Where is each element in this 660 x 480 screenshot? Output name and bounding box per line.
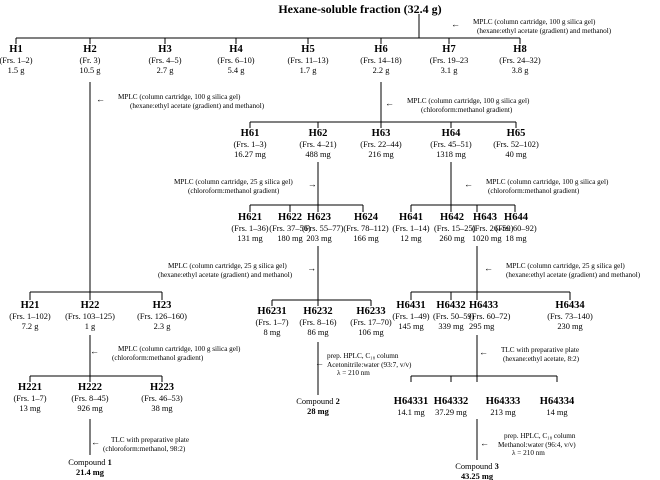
step-mplc-h643: ← MPLC (column cartridge, 25 g silica ge… <box>484 262 641 279</box>
compound-3: Compound 3 43.25 mg <box>455 462 499 480</box>
fraction-node-h621: H621 (Frs. 1–36) 131 mg <box>231 212 269 243</box>
fraction-node-h223: H223 (Frs. 46–53) 38 mg <box>141 382 183 413</box>
left-arrow-icon: ← <box>385 98 394 108</box>
fraction-node-h8: H8 (Frs. 24–32) 3.8 g <box>499 44 541 75</box>
right-arrow-icon: → <box>307 179 317 189</box>
step-hplc-h64333: prep. HPLC, C₁₈ column ←Methanol:water (… <box>480 432 576 458</box>
fraction-node-h22: H22 (Frs. 103–125) 1 g <box>65 300 115 331</box>
fraction-node-h623: H623 (Frs. 55–77) 203 mg <box>302 212 344 243</box>
fraction-node-h622: H622 (Frs. 37–56) 180 mg <box>269 212 311 243</box>
left-arrow-icon: ← <box>315 357 324 368</box>
right-arrow-icon: → <box>307 263 317 273</box>
step-mplc-h22: ← MPLC (column cartridge, 100 g silica g… <box>90 345 241 362</box>
fraction-node-h5: H5 (Frs. 11–13) 1.7 g <box>287 44 329 75</box>
left-arrow-icon: ← <box>480 437 489 448</box>
fraction-node-h64: H64 (Frs. 45–51) 1318 mg <box>430 128 472 159</box>
step-tlc-h6433: ← TLC with preparative plate (hexane:eth… <box>479 346 580 363</box>
fraction-node-h6434: H6434 (Frs. 73–140) 230 mg <box>547 300 593 331</box>
fraction-node-h6433: H6433 (Frs. 60–72) 295 mg <box>469 300 511 331</box>
fraction-node-h624: H624 (Frs. 78–112) 166 mg <box>343 212 389 243</box>
left-arrow-icon: ← <box>90 346 99 356</box>
compound-2: Compound 2 28 mg <box>296 397 340 416</box>
left-arrow-icon: ← <box>96 94 105 104</box>
fraction-node-h6231: H6231 (Frs. 1–7) 8 mg <box>255 306 289 337</box>
fraction-node-h64333: H64333 213 mg <box>485 396 521 417</box>
step-mplc-h6: ← MPLC (column cartridge, 100 g silica g… <box>385 97 530 114</box>
fraction-node-h64332: H64332 37.29 mg <box>433 396 469 417</box>
step-tlc-h222: ← TLC with preparative plate (chloroform… <box>91 436 190 453</box>
fraction-node-h6233: H6233 (Frs. 17–70) 106 mg <box>350 306 392 337</box>
fraction-node-h6: H6 (Frs. 14–18) 2.2 g <box>360 44 402 75</box>
fraction-node-h65: H65 (Frs. 52–102) 40 mg <box>493 128 539 159</box>
fraction-node-h4: H4 (Frs. 6–10) 5.4 g <box>217 44 255 75</box>
step-mplc-root: ← MPLC (column cartridge, 100 g silica g… <box>451 18 612 35</box>
step-mplc-h64: ← MPLC (column cartridge, 100 g silica g… <box>464 178 609 195</box>
compound-1: Compound 1 21.4 mg <box>68 458 112 477</box>
step-hplc-h6232: prep. HPLC, C₁₈ column ←Acetonitrile:wat… <box>315 352 412 378</box>
fraction-node-h2: H2 (Fr. 3) 10.5 g <box>79 44 101 75</box>
fraction-node-h6431: H6431 (Frs. 1–49) 145 mg <box>392 300 430 331</box>
fraction-node-h221: H221 (Frs. 1–7) 13 mg <box>13 382 47 413</box>
fraction-node-h21: H21 (Frs. 1–102) 7.2 g <box>9 300 51 331</box>
fraction-node-h64331: H64331 14.1 mg <box>393 396 429 417</box>
fraction-node-h7: H7 (Frs. 19–23 3.1 g <box>429 44 469 75</box>
left-arrow-icon: ← <box>484 263 493 273</box>
left-arrow-icon: ← <box>479 347 488 357</box>
fraction-node-h64334: H64334 14 mg <box>539 396 575 417</box>
fraction-node-h641: H641 (Frs. 1–14) 12 mg <box>392 212 430 243</box>
fraction-node-h62: H62 (Frs. 4–21) 488 mg <box>299 128 337 159</box>
fraction-node-h644: H644 (Frs. 60–92) 18 mg <box>495 212 537 243</box>
fraction-node-h642: H642 (Frs. 15–25) 260 mg <box>434 212 476 243</box>
step-mplc-h62: → MPLC (column cartridge, 25 g silica ge… <box>174 178 317 195</box>
left-arrow-icon: ← <box>91 437 100 447</box>
root-fraction: Hexane-soluble fraction (32.4 g) <box>278 2 442 16</box>
fraction-node-h1: H1 (Frs. 1–2) 1.5 g <box>0 44 33 75</box>
fraction-node-h23: H23 (Frs. 126–160) 2.3 g <box>137 300 187 331</box>
step-mplc-h2: ← MPLC (column cartridge, 100 g silica g… <box>96 93 265 110</box>
fraction-node-h61: H61 (Frs. 1–3) 16.27 mg <box>233 128 267 159</box>
fraction-node-h222: H222 (Frs. 8–45) 926 mg <box>71 382 109 413</box>
fraction-node-h6232: H6232 (Frs. 8–16) 86 mg <box>299 306 337 337</box>
left-arrow-icon: ← <box>464 179 473 189</box>
left-arrow-icon: ← <box>451 19 460 29</box>
fraction-node-h643: H643 (Frs. 26–59) 1020 mg <box>472 212 514 243</box>
fraction-node-h6432: H6432 (Frs. 50–59) 339 mg <box>433 300 475 331</box>
fraction-node-h3: H3 (Frs. 4–5) 2.7 g <box>148 44 182 75</box>
fraction-node-h63: H63 (Frs. 22–44) 216 mg <box>360 128 402 159</box>
step-mplc-h623: → MPLC (column cartridge, 25 g silica ge… <box>158 262 317 279</box>
